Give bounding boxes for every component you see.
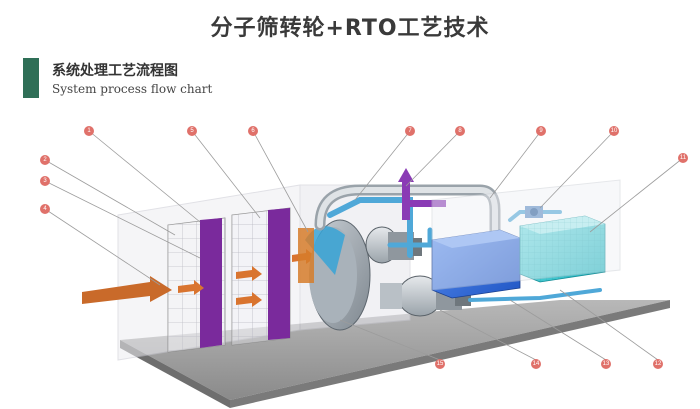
callout-10: 10 — [609, 126, 619, 136]
callout-3: 3 — [40, 176, 50, 186]
section-title-en: System process flow chart — [52, 82, 213, 96]
page-title: 分子筛转轮+RTO工艺技术 — [210, 16, 490, 41]
exhaust-stack — [398, 168, 446, 220]
svg-text:7: 7 — [408, 128, 412, 134]
section-accent-bar — [23, 58, 39, 98]
callout-7: 7 — [405, 126, 415, 136]
callout-13: 13 — [601, 359, 611, 369]
svg-text:3: 3 — [43, 178, 47, 184]
callout-1: 1 — [84, 126, 94, 136]
callout-4: 4 — [40, 204, 50, 214]
zeolite-rotor-wheel — [298, 219, 371, 331]
svg-text:12: 12 — [655, 361, 662, 367]
rto-enclosure — [431, 179, 621, 291]
svg-text:11: 11 — [680, 155, 687, 161]
svg-text:4: 4 — [43, 206, 47, 212]
callout-14: 14 — [531, 359, 541, 369]
callout-markers: 1 2 3 4 5 6 7 8 9 10 11 12 13 14 15 — [40, 126, 688, 369]
svg-text:6: 6 — [251, 128, 255, 134]
main-exhaust-fan — [380, 275, 471, 317]
rto-chamber-blue — [431, 229, 521, 299]
callout-leader-lines — [44, 130, 684, 361]
filter-panel-secondary — [231, 207, 291, 346]
duct-system — [314, 184, 602, 302]
svg-text:14: 14 — [533, 361, 540, 367]
svg-text:13: 13 — [603, 361, 610, 367]
base-platform — [120, 300, 670, 408]
svg-text:5: 5 — [190, 128, 194, 134]
section-title-cn: 系统处理工艺流程图 — [52, 63, 178, 79]
callout-8: 8 — [455, 126, 465, 136]
svg-text:9: 9 — [539, 128, 543, 134]
callout-5: 5 — [187, 126, 197, 136]
svg-text:15: 15 — [437, 361, 444, 367]
svg-text:2: 2 — [43, 157, 47, 163]
callout-12: 12 — [653, 359, 663, 369]
callout-11: 11 — [678, 153, 688, 163]
svg-text:10: 10 — [611, 128, 618, 134]
burner-unit — [525, 206, 543, 218]
rto-chamber-cyan — [519, 215, 606, 283]
intake-air-arrow — [82, 276, 172, 304]
svg-text:8: 8 — [458, 128, 462, 134]
callout-9: 9 — [536, 126, 546, 136]
callout-6: 6 — [248, 126, 258, 136]
svg-text:1: 1 — [87, 128, 91, 134]
callout-15: 15 — [435, 359, 445, 369]
callout-2: 2 — [40, 155, 50, 165]
